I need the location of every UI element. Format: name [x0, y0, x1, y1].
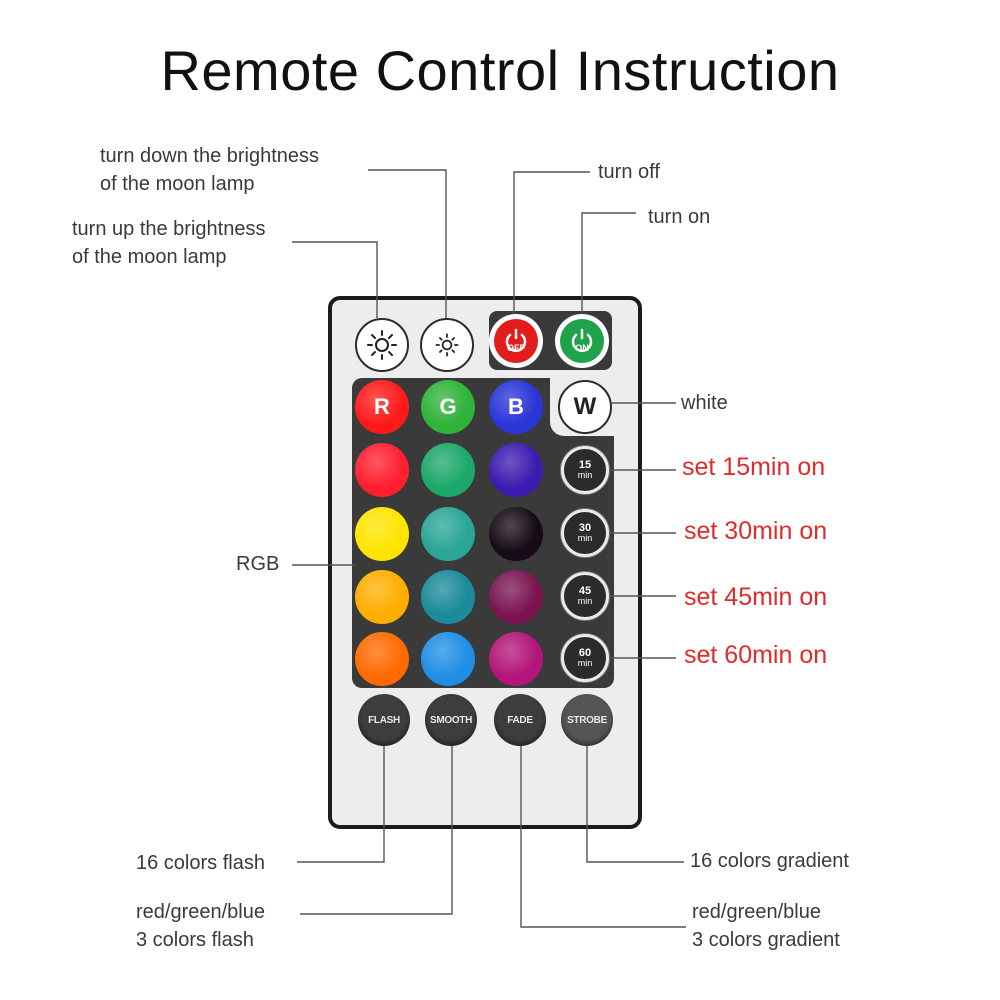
b-label: B [508, 394, 524, 419]
rgb-label: RGB [236, 553, 280, 575]
red-button[interactable]: R [355, 380, 409, 434]
g-label: G [439, 394, 457, 419]
white-button[interactable]: W [558, 380, 612, 434]
timer-60-button[interactable]: 60 min [561, 634, 609, 682]
smooth-line2: 3 colors flash [136, 929, 254, 951]
color-button[interactable] [421, 570, 475, 624]
white-label: white [681, 392, 728, 414]
sun-icon [367, 330, 397, 360]
flash-label: FLASH [368, 714, 400, 726]
fade-button[interactable]: FADE [494, 694, 546, 746]
strobe-label: STROBE [567, 714, 607, 726]
brightness-down-line2: of the moon lamp [100, 173, 255, 195]
timer-60-label: set 60min on [684, 641, 828, 669]
fade-label: FADE [507, 714, 533, 726]
color-button[interactable] [355, 507, 409, 561]
power-icon [571, 328, 593, 352]
brightness-down-line1: turn down the brightness [100, 145, 320, 167]
turn-on-label: turn on [648, 206, 711, 228]
r-label: R [374, 394, 390, 419]
brightness-down-button[interactable] [420, 318, 474, 372]
timer-30-number: 30 [578, 522, 592, 534]
timer-45-label: set 45min on [684, 583, 828, 611]
color-button[interactable] [421, 507, 475, 561]
brightness-up-line1: turn up the brightness [72, 218, 266, 240]
page-title: Remote Control Instruction [160, 39, 840, 102]
strobe-button[interactable]: STROBE [561, 694, 613, 746]
color-button[interactable] [355, 632, 409, 686]
power-icon [505, 328, 527, 352]
timer-30-unit: min [577, 533, 593, 543]
fade-description: red/green/blue 3 colors gradient [692, 898, 840, 954]
brightness-up-label: turn up the brightness of the moon lamp [72, 215, 265, 271]
timer-60-number: 60 [578, 647, 592, 659]
timer-30-button[interactable]: 30 min [561, 509, 609, 557]
strobe-description: 16 colors gradient [690, 850, 849, 872]
smooth-label: SMOOTH [429, 714, 473, 726]
smooth-description: red/green/blue 3 colors flash [136, 898, 265, 954]
brightness-up-line2: of the moon lamp [72, 246, 227, 268]
timer-30-label: set 30min on [684, 517, 828, 545]
on-label: ON [575, 343, 589, 353]
turn-off-label: turn off [598, 161, 660, 183]
timer-45-button[interactable]: 45 min [561, 572, 609, 620]
off-label: OFF [507, 343, 525, 353]
timer-15-label: set 15min on [682, 453, 826, 481]
blue-button[interactable]: B [489, 380, 543, 434]
color-button[interactable] [489, 570, 543, 624]
smooth-line1: red/green/blue [136, 901, 265, 923]
brightness-up-button[interactable] [355, 318, 409, 372]
smooth-button[interactable]: SMOOTH [425, 694, 477, 746]
color-button[interactable] [489, 507, 543, 561]
flash-description: 16 colors flash [136, 852, 265, 874]
timer-60-unit: min [577, 658, 593, 668]
timer-45-unit: min [577, 596, 593, 606]
color-button[interactable] [489, 632, 543, 686]
color-button[interactable] [421, 443, 475, 497]
timer-15-number: 15 [578, 459, 592, 471]
fade-line1: red/green/blue [692, 901, 821, 923]
sun-small-icon [435, 333, 459, 357]
fade-line2: 3 colors gradient [692, 929, 840, 951]
green-button[interactable]: G [421, 380, 475, 434]
flash-button[interactable]: FLASH [358, 694, 410, 746]
color-button[interactable] [355, 443, 409, 497]
power-on-button[interactable]: ON [555, 314, 609, 368]
color-button[interactable] [489, 443, 543, 497]
brightness-down-label: turn down the brightness of the moon lam… [100, 142, 319, 198]
power-off-button[interactable]: OFF [489, 314, 543, 368]
w-label: W [573, 393, 597, 420]
timer-45-number: 45 [578, 585, 592, 597]
timer-15-unit: min [577, 470, 593, 480]
color-button[interactable] [355, 570, 409, 624]
timer-15-button[interactable]: 15 min [561, 446, 609, 494]
color-button[interactable] [421, 632, 475, 686]
